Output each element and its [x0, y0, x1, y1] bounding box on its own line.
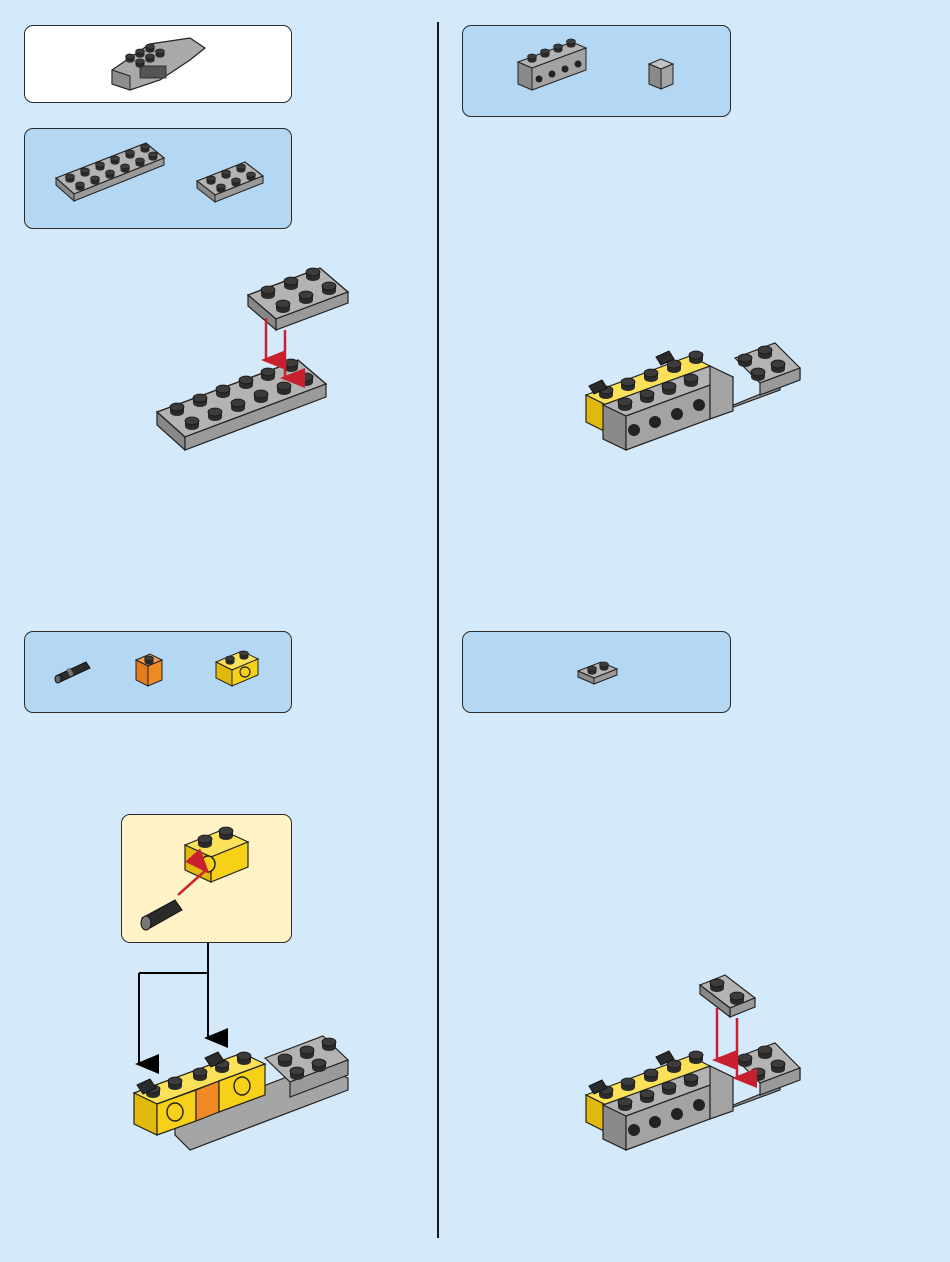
- orange-1x1-brick-icon: [136, 654, 162, 686]
- step-2-assembly: [134, 1036, 348, 1150]
- gray-2x6-plate-icon: [56, 143, 164, 201]
- step-3-assembly: [586, 343, 800, 450]
- yellow-technic-brick-icon: [216, 651, 258, 686]
- gray-1x2-plate-icon: [578, 662, 617, 684]
- step-2-callout-arrows: [139, 943, 208, 1064]
- black-connector-pin-icon: [55, 662, 90, 683]
- gray-submodel-icon: [112, 38, 205, 90]
- step-2-callout: [141, 827, 248, 930]
- gray-1x1-brick-icon: [649, 59, 673, 89]
- gray-1x4-technic-brick-icon: [518, 39, 586, 90]
- gray-2x3-plate-icon: [197, 162, 263, 202]
- step-1-assembly: [157, 268, 348, 450]
- step-4-assembly: [586, 975, 800, 1150]
